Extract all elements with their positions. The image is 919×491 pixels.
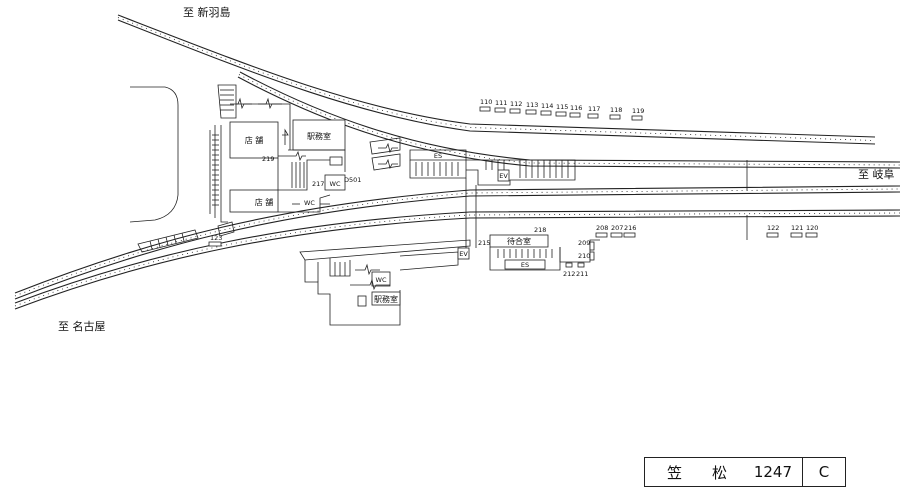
equip-219: 219 (262, 155, 274, 163)
ev-lower-label: EV (459, 250, 468, 258)
wc-south-label: WC (376, 276, 387, 284)
equip-218: 218 (534, 226, 546, 234)
station-office-south-label: 駅務室 (374, 294, 398, 304)
upper-equipment-numbers: 110 111 112 113 114 115 116 117 118 119 (480, 98, 644, 115)
equip-122: 122 (767, 224, 779, 232)
station-plaza-outline (129, 86, 179, 223)
wc-lower-label: WC (304, 199, 315, 207)
station-office-upper-label: 駅務室 (307, 131, 331, 141)
equip-116: 116 (570, 104, 582, 112)
equip-115: 115 (556, 103, 568, 111)
equip-211: 211 (576, 270, 588, 278)
station-name-char-1: 笠 (667, 463, 683, 482)
equip-113: 113 (526, 101, 538, 109)
equip-112: 112 (510, 100, 522, 108)
station-name: 笠 松 (645, 458, 741, 486)
es-upper-label: ES (434, 152, 442, 160)
equip-212: 212 (563, 270, 575, 278)
equip-d501: D501 (344, 176, 361, 184)
equip-210: 210 (578, 252, 590, 260)
destination-shinhashima: 至 新羽島 (183, 5, 231, 19)
equip-114: 114 (541, 102, 553, 110)
sheet-letter: C (802, 458, 845, 486)
upper-concourse: ES EV (369, 137, 576, 248)
equip-216: 216 (624, 224, 636, 232)
wc-upper-label: WC (330, 180, 341, 188)
station-number: 1247 (753, 463, 792, 481)
platform-equipment-right: 208 207 216 122 121 120 (595, 224, 818, 238)
lower-concourse: WC 駅務室 EV 215 待合室 218 ES 212 211 209 210 (299, 226, 600, 326)
upper-equipment-boxes (479, 106, 643, 121)
equip-120: 120 (806, 224, 818, 232)
ev-upper-label: EV (499, 172, 508, 180)
title-block: 笠 松 1247 C (644, 457, 846, 487)
equip-217: 217 (312, 180, 324, 188)
equip-117: 117 (588, 105, 600, 113)
shop-upper-label: 店 舗 (245, 135, 264, 145)
equip-110: 110 (480, 98, 492, 106)
station-name-char-2: 松 (711, 463, 727, 482)
shop-lower-label: 店 舗 (255, 197, 274, 207)
station-building: 店 舗 駅務室 WC 219 217 D501 店 舗 WC (137, 84, 361, 253)
equip-119: 119 (632, 107, 644, 115)
equip-209: 209 (578, 239, 590, 247)
destination-gifu: 至 岐阜 (858, 168, 895, 181)
es-lower-label: ES (521, 261, 529, 269)
waiting-room-label: 待合室 (507, 236, 531, 246)
track-shinhashima-line (117, 14, 876, 145)
destination-nagoya: 至 名古屋 (58, 319, 106, 333)
equip-118: 118 (610, 106, 622, 114)
track-main-line (14, 71, 901, 310)
equip-207: 207 (611, 224, 623, 232)
equip-208: 208 (596, 224, 608, 232)
equip-215: 215 (478, 239, 490, 247)
equip-123: 123 (210, 234, 222, 242)
equip-111: 111 (495, 99, 507, 107)
equip-121: 121 (791, 224, 803, 232)
